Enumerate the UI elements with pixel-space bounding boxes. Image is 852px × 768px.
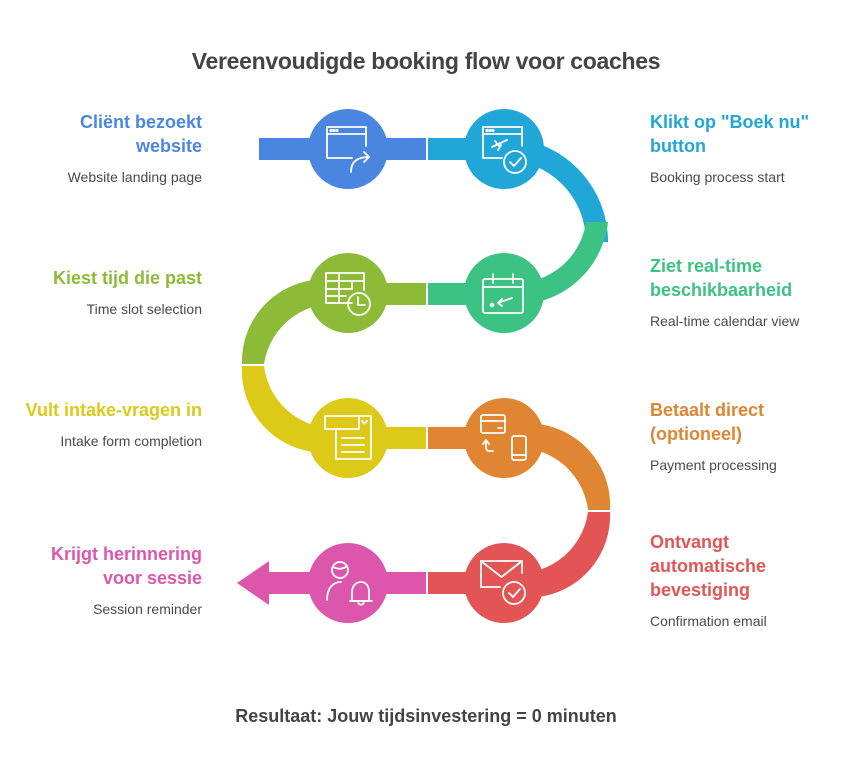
step-6-heading: Betaalt direct (optioneel) <box>650 400 765 444</box>
step-6-label: Betaalt direct (optioneel) Payment proce… <box>650 398 840 474</box>
step-8-heading: Krijgt herinnering voor sessie <box>50 544 202 588</box>
step-8-subtitle: Session reminder <box>93 601 202 617</box>
segment-step-8 <box>237 543 426 623</box>
step-5-subtitle: Intake form completion <box>60 433 202 449</box>
step-2-subtitle: Booking process start <box>650 169 785 185</box>
schedule-clock-icon <box>325 272 371 316</box>
step-4-heading: Kiest tijd die past <box>52 268 202 288</box>
segment-step-4 <box>241 253 426 364</box>
step-7-label: Ontvangt automatische bevestiging Confir… <box>650 530 800 630</box>
calendar-icon <box>482 273 524 314</box>
mail-check-icon <box>480 560 526 605</box>
segment-step-7 <box>428 512 611 623</box>
browser-redirect-icon <box>326 126 370 173</box>
diagram-title: Vereenvoudigde booking flow voor coaches <box>191 48 661 74</box>
step-1-label: Cliënt bezoekt website Website landing p… <box>12 110 202 186</box>
booking-confirm-icon <box>482 126 527 174</box>
arrow-head-icon <box>237 561 269 605</box>
segment-step-1 <box>259 109 426 189</box>
step-4-label: Kiest tijd die past Time slot selection <box>12 266 202 318</box>
card-phone-payment-icon <box>480 414 527 461</box>
step-7-heading: Ontvangt automatische bevestiging <box>650 532 767 600</box>
segment-step-5 <box>241 366 426 478</box>
step-3-heading: Ziet real-time beschikbaarheid <box>650 256 793 300</box>
step-7-subtitle: Confirmation email <box>650 613 767 629</box>
user-bell-icon <box>326 561 373 606</box>
step-1-heading: Cliënt bezoekt website <box>79 112 202 156</box>
segment-step-2 <box>428 109 608 242</box>
step-3-label: Ziet real-time beschikbaarheid Real-time… <box>650 254 840 330</box>
segment-step-3 <box>428 222 608 333</box>
step-2-heading: Klikt op "Boek nu" button <box>650 112 810 156</box>
segment-step-6 <box>428 398 611 510</box>
step-4-subtitle: Time slot selection <box>86 301 202 317</box>
step-5-heading: Vult intake-vragen in <box>25 400 202 420</box>
step-6-subtitle: Payment processing <box>650 457 777 473</box>
result-footer: Resultaat: Jouw tijdsinvestering = 0 min… <box>235 706 617 726</box>
step-3-subtitle: Real-time calendar view <box>650 313 800 329</box>
step-2-label: Klikt op "Boek nu" button Booking proces… <box>650 110 840 186</box>
form-icon <box>324 415 372 460</box>
step-8-label: Krijgt herinnering voor sessie Session r… <box>12 542 202 618</box>
step-5-label: Vult intake-vragen in Intake form comple… <box>12 398 202 450</box>
step-1-subtitle: Website landing page <box>67 169 202 185</box>
